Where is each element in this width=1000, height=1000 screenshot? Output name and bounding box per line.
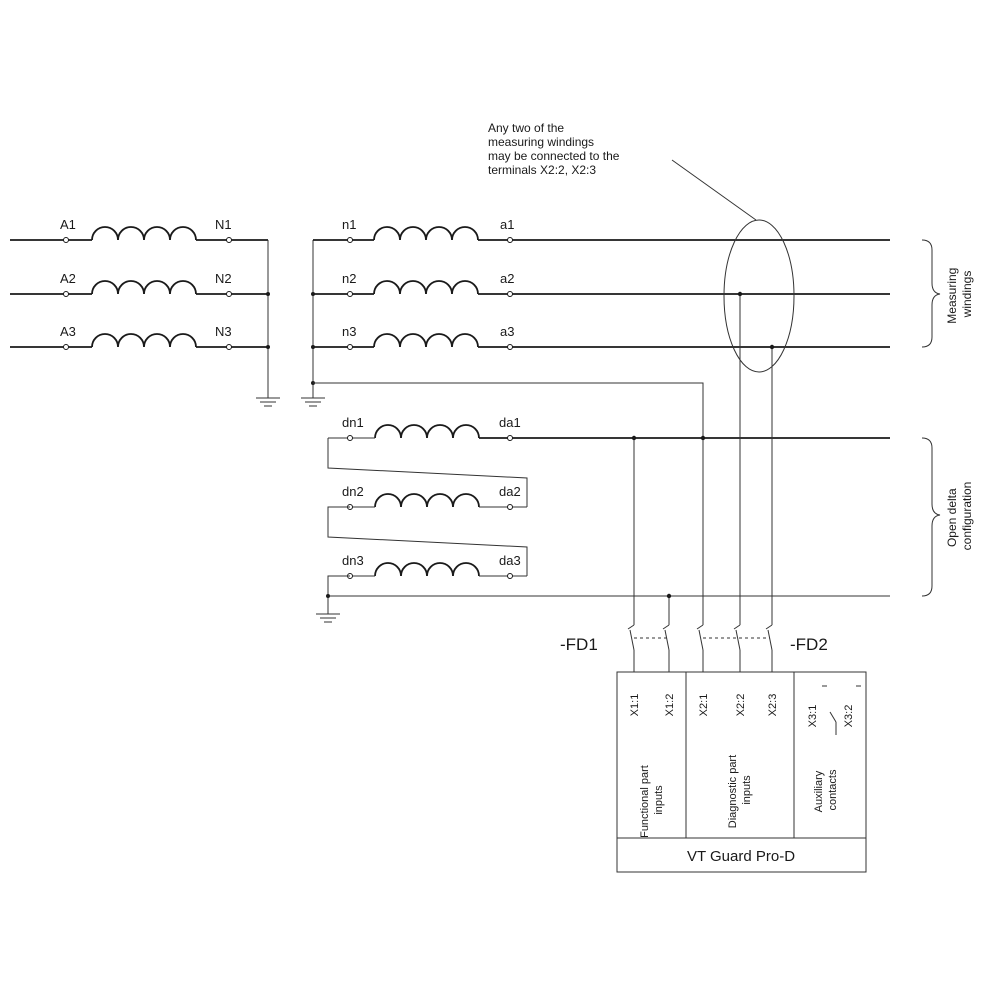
measuring-start-label-2: n2 <box>342 271 356 286</box>
terminal-x2-2: X2:2 <box>735 694 747 717</box>
measuring-end-label-3: a3 <box>500 324 514 339</box>
terminal-x3-2: X3:2 <box>843 705 855 728</box>
measuring-windings-brace: Measuring windings <box>921 239 974 348</box>
ground-icon <box>256 397 280 407</box>
open-delta-start-label-2: dn2 <box>342 484 364 499</box>
fd1-label: -FD1 <box>560 635 598 654</box>
primary-end-label-1: N1 <box>215 217 232 232</box>
measuring-end-label-2: a2 <box>500 271 514 286</box>
fd2-label: -FD2 <box>790 635 828 654</box>
fuse-switch-fd1: -FD1 <box>560 624 670 672</box>
open-delta-brace: Open delta configuration <box>921 437 974 597</box>
ground-icon <box>316 613 340 623</box>
diagnostic-part-label: Diagnostic part inputs <box>727 752 753 828</box>
measuring-windings-callout: Any two of the measuring windings may be… <box>488 121 795 373</box>
fuse-switch-fd2: -FD2 <box>696 624 828 672</box>
terminal-x1-2: X1:2 <box>664 694 676 717</box>
open-delta-start-label-1: dn1 <box>342 415 364 430</box>
terminal-x2-3: X2:3 <box>767 694 779 717</box>
open-delta-windings: dn1 da1 dn2 da2 dn3 da3 <box>316 415 890 623</box>
device-name: VT Guard Pro-D <box>687 848 795 865</box>
device-wiring <box>631 291 775 625</box>
vt-guard-device: X1:1 X1:2 X2:1 X2:2 X2:3 X3:1 X3:2 Funct… <box>616 671 867 873</box>
open-delta-start-label-3: dn3 <box>342 553 364 568</box>
terminal-x1-1: X1:1 <box>629 694 641 717</box>
primary-windings: A1 N1 A2 N2 A3 N3 <box>10 217 280 407</box>
open-delta-end-label-3: da3 <box>499 553 521 568</box>
terminal-x2-1: X2:1 <box>698 694 710 717</box>
open-delta-end-label-1: da1 <box>499 415 521 430</box>
measuring-end-label-1: a1 <box>500 217 514 232</box>
measuring-windings-label: Measuring windings <box>945 264 974 323</box>
open-delta-label: Open delta configuration <box>945 482 974 551</box>
callout-text: Any two of the measuring windings may be… <box>488 121 623 177</box>
measuring-start-label-3: n3 <box>342 324 356 339</box>
terminal-x3-1: X3:1 <box>807 705 819 728</box>
primary-start-label-1: A1 <box>60 217 76 232</box>
primary-end-label-3: N3 <box>215 324 232 339</box>
primary-start-label-2: A2 <box>60 271 76 286</box>
switch-contact <box>627 624 670 672</box>
measuring-start-label-1: n1 <box>342 217 356 232</box>
open-delta-end-label-2: da2 <box>499 484 521 499</box>
auxiliary-contacts-label: Auxiliary contacts <box>813 768 839 813</box>
switch-contact <box>696 624 773 672</box>
primary-end-label-2: N2 <box>215 271 232 286</box>
primary-start-label-3: A3 <box>60 324 76 339</box>
ground-icon <box>301 397 325 407</box>
auxiliary-contact-icon <box>822 685 861 735</box>
functional-part-label: Functional part inputs <box>639 762 665 838</box>
measuring-windings: n1 a1 n2 a2 n3 a3 <box>301 217 890 625</box>
